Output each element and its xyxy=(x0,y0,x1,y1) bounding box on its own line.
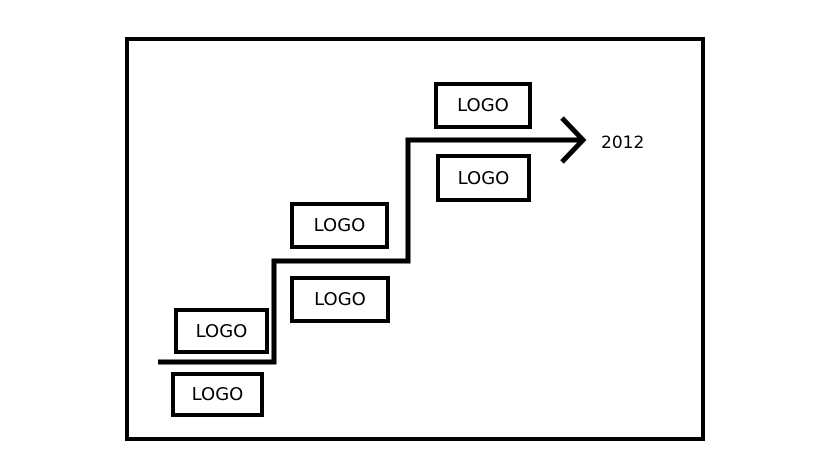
logo-label: LOGO xyxy=(195,320,248,342)
logo-box-step-1-below: LOGO xyxy=(171,372,264,417)
year-label: 2012 xyxy=(601,133,645,153)
logo-box-step-3-below: LOGO xyxy=(436,154,531,202)
logo-box-step-1-above: LOGO xyxy=(174,308,269,354)
logo-label: LOGO xyxy=(457,95,509,116)
arrowhead-icon xyxy=(560,116,587,164)
logo-label: LOGO xyxy=(314,289,366,310)
logo-box-step-2-above: LOGO xyxy=(290,202,389,249)
logo-label: LOGO xyxy=(457,167,510,189)
staircase-line xyxy=(158,137,581,365)
logo-box-step-3-above: LOGO xyxy=(434,82,532,129)
logo-label: LOGO xyxy=(313,215,366,236)
logo-label: LOGO xyxy=(191,384,244,405)
logo-box-step-2-below: LOGO xyxy=(290,276,390,323)
